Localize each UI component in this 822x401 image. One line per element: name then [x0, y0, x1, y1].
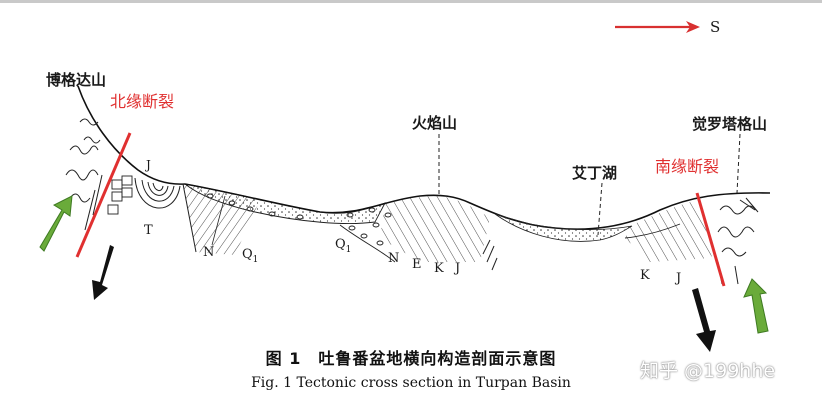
- south-fault-line: [695, 192, 726, 287]
- folded-basement-left: [65, 118, 103, 231]
- stratum-Q1-left: Q1: [242, 247, 258, 265]
- bogda-mountain-outline: [77, 85, 186, 185]
- stratum-E: E: [412, 257, 422, 272]
- stratum-J-mid: J: [453, 261, 460, 276]
- jueluo-label: 觉罗塔格山: [692, 115, 767, 133]
- stratum-K-right: K: [640, 268, 650, 283]
- fault-zone-blocks: [107, 175, 133, 215]
- stratum-Q1-mid: Q1: [335, 237, 351, 255]
- huoyan-anticline-beds: [380, 196, 490, 262]
- aiding-marker-line: [597, 182, 603, 236]
- stratum-J-top: J: [144, 158, 151, 172]
- caption-english: Fig. 1 Tectonic cross section in Turpan …: [251, 375, 571, 391]
- huoyan-pebbles: [348, 212, 392, 246]
- south-beds: [625, 200, 712, 262]
- bed-boundary-4: [624, 223, 681, 239]
- stratum-N-left: N: [203, 245, 214, 260]
- north-fault-label: 北缘断裂: [110, 92, 174, 111]
- bed-boundary-1: [182, 183, 197, 253]
- stratum-K-mid: K: [434, 261, 444, 276]
- compass-label: S: [710, 18, 720, 36]
- bogda-label: 博格达山: [46, 71, 106, 89]
- green-uplift-arrow-left-icon: [39, 195, 73, 252]
- jueluo-marker-line: [736, 133, 741, 194]
- bed-boundary-2: [211, 195, 226, 246]
- caption-chinese: 图 1 吐鲁番盆地横向构造剖面示意图: [265, 349, 557, 368]
- aiding-lake-sediment: [494, 213, 633, 242]
- huoyan-label: 火焰山: [412, 114, 457, 132]
- watermark: 知乎 @199hhe: [640, 360, 776, 382]
- pebbles-left: [206, 193, 376, 220]
- aiding-label: 艾丁湖: [572, 164, 617, 182]
- compass-arrow-icon: [615, 21, 700, 33]
- top-border: [0, 0, 822, 3]
- folded-basement-right: [717, 197, 759, 257]
- bed-boundary-3: [339, 224, 396, 263]
- stratum-N-mid: N: [388, 251, 399, 266]
- black-down-arrow-left-icon: [92, 245, 114, 300]
- green-uplift-arrow-right-icon: [743, 278, 769, 334]
- north-fault-line: [75, 132, 132, 258]
- stratum-T: T: [144, 223, 153, 238]
- south-fault-label: 南缘断裂: [655, 157, 719, 176]
- ground-surface: [184, 183, 771, 230]
- stratum-J-right: J: [674, 271, 681, 286]
- black-down-arrow-right-icon: [692, 288, 716, 352]
- triassic-fold: [134, 177, 181, 209]
